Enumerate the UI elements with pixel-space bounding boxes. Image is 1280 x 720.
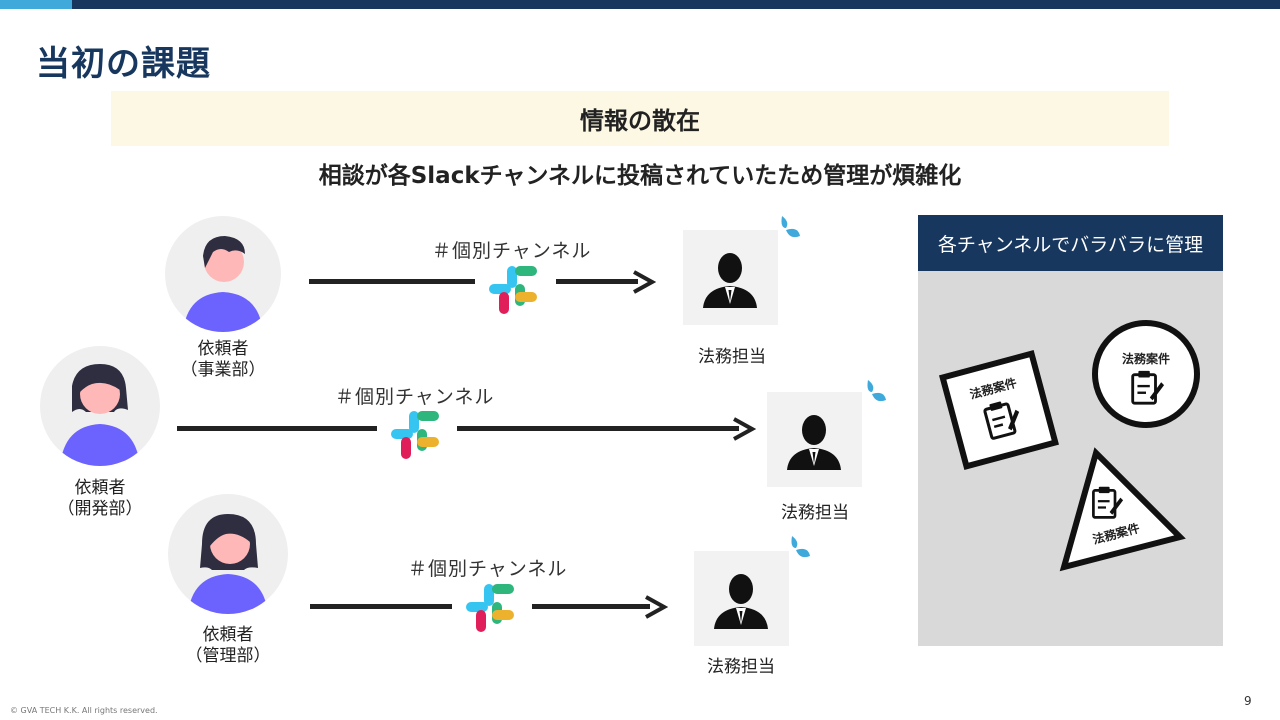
banner: 情報の散在	[111, 91, 1169, 146]
sweat-drops-icon	[862, 376, 890, 408]
arrow-line	[177, 426, 377, 431]
businessman-icon	[703, 253, 757, 308]
person-woman-icon	[60, 364, 140, 466]
person-avatar-business	[165, 216, 281, 332]
arrow-head-icon	[630, 269, 657, 299]
triangle-frame-icon	[1059, 447, 1186, 572]
sweat-drops-icon	[786, 532, 814, 564]
legal-staff-avatar	[767, 392, 862, 487]
legal-staff-avatar	[694, 551, 789, 646]
arrow-line	[309, 279, 475, 284]
requester-name: 依頼者	[74, 478, 126, 498]
channel-label: ＃個別チャンネル	[408, 558, 568, 580]
businessman-icon	[787, 415, 841, 470]
channel-label: ＃個別チャンネル	[432, 240, 592, 262]
case-triangle: 法務案件	[1056, 445, 1186, 573]
page-number: 9	[1244, 694, 1252, 708]
copyright: © GVA TECH K.K. All rights reserved.	[10, 706, 158, 715]
legal-staff-label: 法務担当	[698, 347, 766, 367]
case-panel-header: 各チャンネルでバラバラに管理	[918, 215, 1223, 271]
sweat-drops-icon	[776, 212, 804, 244]
legal-staff-label: 法務担当	[707, 657, 775, 677]
slack-icon	[462, 580, 518, 636]
clipboard-icon	[983, 401, 1020, 440]
arrow-head-icon	[642, 594, 669, 624]
slack-icon	[485, 262, 541, 318]
clipboard-icon	[1092, 486, 1124, 519]
arrow-head-icon	[730, 416, 757, 446]
clipboard-icon	[1131, 370, 1165, 405]
person-woman-icon	[188, 514, 268, 614]
requester-dept: （事業部）	[180, 360, 266, 380]
case-panel-header-text: 各チャンネルでバラバラに管理	[937, 233, 1204, 256]
arrow-line	[310, 604, 452, 609]
businessman-icon	[714, 574, 768, 629]
channel-label: ＃個別チャンネル	[335, 386, 495, 408]
top-bar-accent	[0, 0, 72, 9]
person-avatar-management	[168, 494, 288, 614]
slack-icon	[387, 407, 443, 463]
requester-label-management: 依頼者 （管理部）	[178, 625, 278, 667]
subtitle: 相談が各Slackチャンネルに投稿されていたため管理が煩雑化	[318, 163, 962, 189]
requester-label-development: 依頼者 （開発部）	[50, 478, 150, 520]
legal-staff-avatar	[683, 230, 778, 325]
arrow-line	[556, 279, 638, 284]
top-bar	[0, 0, 1280, 9]
case-circle: 法務案件	[1092, 320, 1200, 428]
requester-dept: （管理部）	[185, 646, 271, 666]
legal-staff-label: 法務担当	[781, 503, 849, 523]
banner-text: 情報の散在	[580, 107, 700, 135]
case-square: 法務案件	[938, 349, 1060, 471]
requester-name: 依頼者	[197, 339, 249, 359]
person-man-icon	[183, 236, 263, 332]
requester-dept: （開発部）	[57, 499, 143, 519]
case-label: 法務案件	[1121, 352, 1170, 366]
person-avatar-development	[40, 346, 160, 466]
arrow-line	[457, 426, 739, 431]
requester-label-business: 依頼者 （事業部）	[173, 339, 273, 381]
page-title: 当初の課題	[36, 44, 211, 84]
arrow-line	[532, 604, 650, 609]
requester-name: 依頼者	[202, 625, 254, 645]
